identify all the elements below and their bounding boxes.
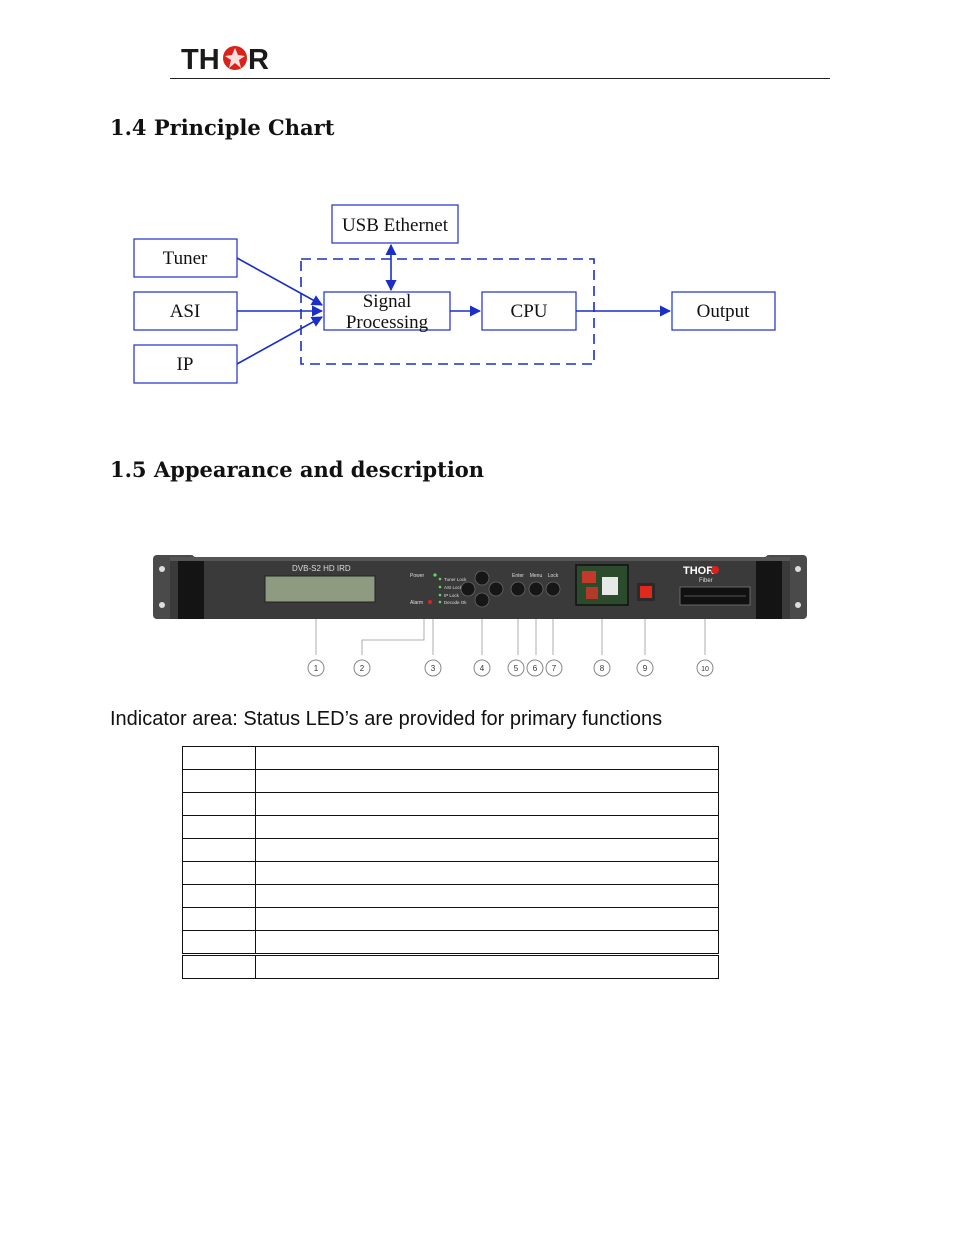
usb-ethernet-label: USB Ethernet [342,215,449,236]
svg-text:R: R [248,44,269,74]
signal-processing-box [323,291,451,331]
table-cell-number [182,930,256,955]
output-box [671,291,776,331]
ip-label: IP [177,354,194,375]
nav-down-button [474,592,490,608]
signal-label-line1: Signal [363,291,412,312]
ip-box [133,344,238,384]
asi-label: ASI [170,301,201,322]
callout-9: 9 [643,664,648,673]
table-row [182,930,719,955]
table-row [182,907,719,931]
table-cell-description [255,746,719,770]
callout-1: 1 [314,664,319,673]
table-cell-number [182,769,256,793]
brand-logo-text: THOR [683,565,714,577]
arrow-tuner-signal [236,257,323,306]
table-cell-number [182,861,256,885]
tuner-label: Tuner [163,248,208,269]
callout-5: 5 [514,664,519,673]
thor-logo: TH R [181,44,269,74]
table-row [182,953,719,979]
table-cell-number [182,884,256,908]
nav-left-button [460,581,476,597]
tuner-box [133,238,238,278]
model-label: DVB-S2 HD IRD [292,564,351,573]
callout-4: 4 [480,664,485,673]
section-heading-appearance: 1.5 Appearance and description [110,457,485,482]
table-cell-number [182,815,256,839]
section-heading-principle-chart: 1.4 Principle Chart [110,115,335,140]
table-row [182,746,719,770]
table-cell-number [182,746,256,770]
menu-label: Menu [530,573,543,579]
asi-box [133,291,238,331]
right-handle [756,561,782,619]
table-cell-number [182,792,256,816]
nav-up-button [474,570,490,586]
led-alarm-label: Alarm [410,600,423,606]
cpu-box [481,291,577,331]
table-cell-description [255,884,719,908]
left-handle [178,561,204,619]
usb-ethernet-box [331,204,459,244]
table-cell-description [255,953,719,979]
table-row [182,815,719,839]
callout-7: 7 [552,664,557,673]
cpu-label: CPU [511,301,548,322]
table-cell-description [255,838,719,862]
indicator-table [182,746,719,979]
led-power-label: Power [410,573,425,579]
table-row [182,884,719,908]
table-cell-number [182,838,256,862]
table-row [182,769,719,793]
table-row [182,861,719,885]
menu-button [528,581,544,597]
indicator-caption: Indicator area: Status LED’s are provide… [110,708,663,730]
table-row [182,792,719,816]
led-label-1: Tuner Lock [444,577,467,582]
led-label-3: IP Lock [444,593,460,598]
enter-label: Enter [512,573,524,579]
output-label: Output [697,301,751,322]
led-label-4: Decode Ok [444,600,467,605]
principle-chart-diagram: USB Ethernet Tuner ASI IP Signal Process… [133,204,776,384]
signal-label-line2: Processing [346,312,429,333]
lcd-display [264,575,376,603]
device-front-panel: DVB-S2 HD IRD Power Alarm Tuner Lock ASI… [153,555,807,677]
table-cell-description [255,930,719,955]
header-rule [170,78,830,79]
callout-3: 3 [431,664,436,673]
table-row [182,838,719,862]
callout-10: 10 [701,666,709,673]
lock-button [545,581,561,597]
table-cell-number [182,953,256,979]
arrow-ip-signal [236,316,323,365]
led-label-2: ASI Lock [444,585,463,590]
table-cell-description [255,907,719,931]
svg-text:TH: TH [181,44,220,74]
callout-8: 8 [600,664,605,673]
nav-right-button [488,581,504,597]
table-cell-description [255,815,719,839]
table-cell-number [182,907,256,931]
callout-6: 6 [533,664,538,673]
table-cell-description [255,769,719,793]
enter-button [510,581,526,597]
lock-label: Lock [548,573,559,579]
callout-2: 2 [360,664,365,673]
table-cell-description [255,792,719,816]
table-cell-description [255,861,719,885]
brand-sub-text: Fiber [699,578,713,584]
